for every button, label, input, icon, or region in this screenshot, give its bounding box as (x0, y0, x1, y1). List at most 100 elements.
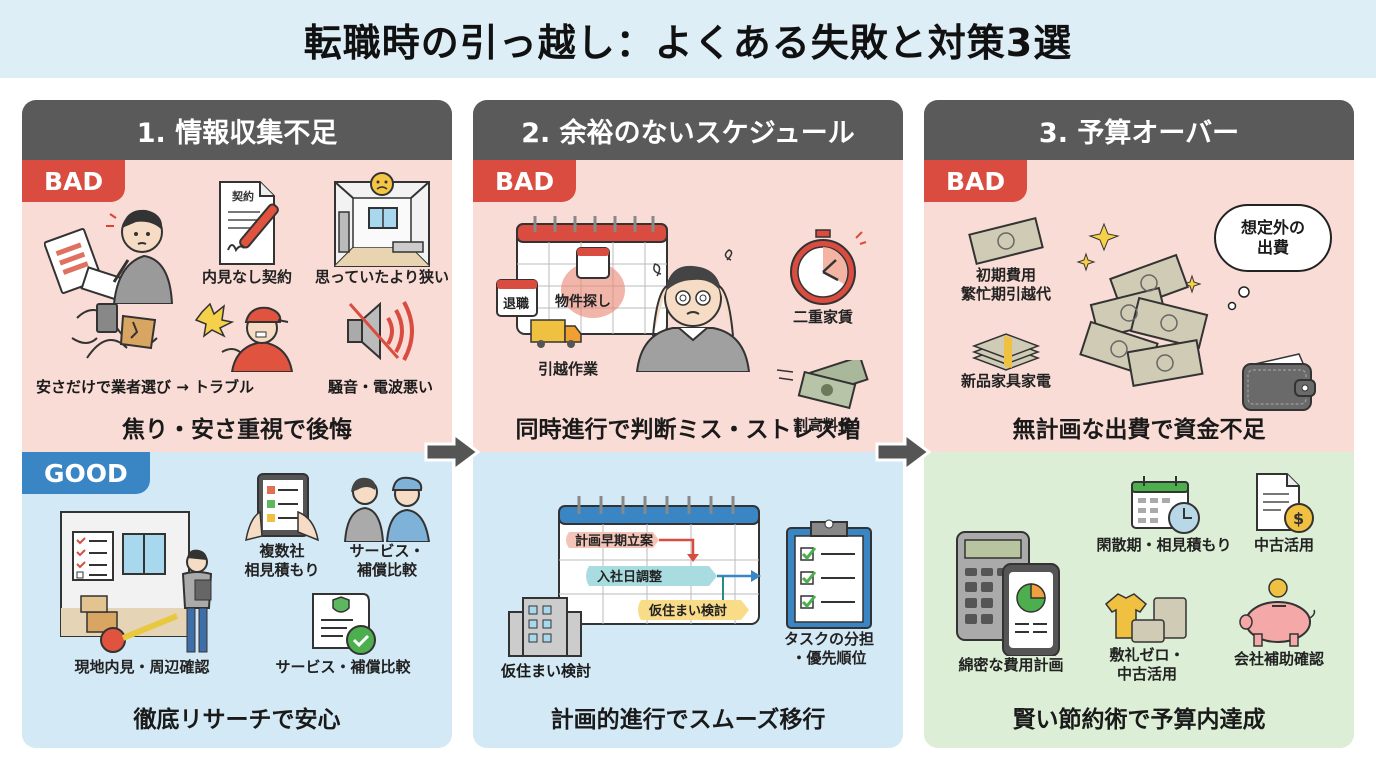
wallet-icon (1239, 350, 1319, 414)
page-title: 転職時の引っ越し：よくある失敗と対策3選 (303, 20, 1073, 65)
contract-pen-icon: 契約 (202, 178, 292, 268)
bad-item-signing (44, 194, 174, 304)
small-room-sad-icon (327, 172, 437, 268)
bad-item-wallet (1234, 350, 1324, 414)
money-stack-icon (966, 332, 1046, 372)
good-item-company-subsidy: 会社補助確認 (1214, 578, 1344, 669)
bad-summary: 無計画な出費で資金不足 (1012, 417, 1266, 443)
item-label: 新品家具家電 (960, 372, 1051, 390)
item-label: 安さだけで業者選び → トラブル (36, 378, 255, 396)
good-section: 計画早期立案 入社日調整 仮住まい検討 仮住まい検討 (473, 452, 903, 748)
item-label: 内見なし契約 (201, 268, 292, 286)
panel-tight-schedule: 2. 余裕のないスケジュール BAD (473, 100, 903, 748)
angry-mover-icon (192, 292, 302, 372)
good-summary: 計画的進行でスムーズ移行 (550, 707, 826, 733)
good-item-zero-deposit: 敷礼ゼロ・ 中古活用 (1092, 590, 1202, 684)
bad-item-calendar: 退職 物件探し 引越作業 (493, 210, 683, 379)
good-item-used-goods: $ 中古活用 (1234, 472, 1334, 555)
gantt-bar-label: 計画早期立案 (575, 533, 654, 549)
good-item-tablet: 複数社 相見積もり (232, 472, 332, 580)
banknote-icon (966, 216, 1046, 266)
thought-bubble: 想定外の 出費 (1214, 204, 1332, 272)
item-label: 閑散期・相見積もり (1096, 536, 1232, 554)
stressed-person-icon (623, 240, 763, 372)
item-label: 敷礼ゼロ・ 中古活用 (1109, 646, 1185, 683)
scattered-money-icon (1074, 216, 1224, 396)
room-inspection-icon (57, 508, 227, 658)
item-label: サービス・ 補償比較 (349, 542, 425, 579)
title-bar: 転職時の引っ越し：よくある失敗と対策3選 (0, 0, 1376, 78)
piggy-bank-icon (1234, 578, 1324, 650)
good-item-cost-plan: 綿密な費用計画 (936, 528, 1086, 675)
good-summary: 徹底リサーチで安心 (133, 707, 341, 733)
bad-tag: BAD (924, 160, 1028, 202)
svg-text:契約: 契約 (231, 189, 254, 203)
bad-item-noise (332, 296, 432, 366)
good-item-clipboard: タスクの分担 ・優先順位 (769, 514, 889, 668)
flying-money-icon (773, 360, 873, 416)
svg-text:$: $ (1293, 509, 1304, 528)
panel-information-shortage: 1. 情報収集不足 BAD (22, 100, 452, 748)
panel-header: 1. 情報収集不足 (22, 100, 452, 160)
gantt-calendar-icon: 計画早期立案 入社日調整 仮住まい検討 (503, 488, 803, 658)
document-dollar-icon: $ (1249, 472, 1319, 536)
item-label: 中古活用 (1253, 536, 1314, 554)
item-label: 綿密な費用計画 (958, 656, 1064, 674)
item-label: 引越作業 (537, 360, 598, 378)
good-item-gantt: 計画早期立案 入社日調整 仮住まい検討 (503, 488, 803, 658)
item-label: 物件探し (555, 293, 611, 310)
consultation-icon (337, 472, 437, 542)
good-section: GOOD (22, 452, 452, 748)
item-label: 二重家賃 (792, 308, 853, 326)
item-label: 初期費用 繁忙期引越代 (960, 266, 1051, 303)
good-item-certificate: サービス・補償比較 (248, 592, 438, 677)
bad-item-double-rent: 二重家賃 (763, 228, 883, 327)
certificate-check-icon (303, 592, 383, 658)
bad-section: BAD (22, 160, 452, 452)
bad-item-stressed (623, 240, 763, 372)
bad-item-new-furniture: 新品家具家電 (946, 332, 1066, 391)
good-item-consultation: サービス・ 補償比較 (332, 472, 442, 580)
panel-header: 3. 予算オーバー (924, 100, 1354, 160)
gantt-bar-label: 入社日調整 (597, 569, 663, 585)
broken-items-icon (67, 298, 177, 368)
item-label: 割高料金 (792, 416, 853, 434)
item-label: 現地内見・周辺確認 (74, 658, 210, 676)
tablet-compare-icon (242, 472, 322, 542)
thought-bubble-dots (1227, 286, 1250, 311)
item-label: 会社補助確認 (1233, 650, 1324, 668)
arrow-right-icon (875, 432, 931, 472)
bad-tag: BAD (22, 160, 126, 202)
noise-speaker-icon (342, 296, 422, 366)
good-item-off-season: 閑散期・相見積もり (1084, 474, 1244, 555)
calculator-phone-icon (951, 528, 1071, 656)
item-label: 騒音・電波悪い (328, 378, 434, 396)
panel-budget-over: 3. 予算オーバー BAD 初期費用 繁忙期引越代 新品家具家電 (924, 100, 1354, 748)
item-label: タスクの分担 ・優先順位 (783, 630, 874, 667)
bad-section: BAD 初期費用 繁忙期引越代 新品家具家電 (924, 160, 1354, 452)
calendar-overload-icon: 退職 物件探し (493, 210, 683, 360)
good-tag: GOOD (22, 452, 150, 494)
bad-item-contract: 契約 内見なし契約 (187, 178, 307, 287)
arrow-right-icon (424, 432, 480, 472)
gantt-bar-label: 仮住まい検討 (648, 603, 727, 619)
bad-tag: BAD (473, 160, 577, 202)
item-label: 複数社 相見積もり (244, 542, 320, 579)
stopwatch-icon (778, 228, 868, 308)
bad-item-scattered-money (1074, 216, 1224, 396)
clipboard-checklist-icon (781, 514, 877, 630)
bad-item-initial-cost: 初期費用 繁忙期引越代 (946, 216, 1066, 304)
bad-summary: 同時進行で判断ミス・ストレス増 (515, 417, 861, 443)
person-signing-contract-icon (44, 194, 174, 304)
clothes-boxes-icon (1102, 590, 1192, 646)
bad-item-broken (62, 298, 182, 368)
good-item-inspection: 現地内見・周辺確認 (52, 508, 232, 677)
bad-section: BAD (473, 160, 903, 452)
item-label: 退職 (503, 296, 529, 312)
good-section: 綿密な費用計画 閑散期・相見積もり (924, 452, 1354, 748)
item-label: サービス・補償比較 (275, 658, 411, 676)
bad-item-high-fee: 割高料金 (763, 360, 883, 435)
calendar-clock-icon (1124, 474, 1204, 536)
bad-summary: 焦り・安さ重視で後悔 (122, 417, 352, 443)
good-summary: 賢い節約術で予算内達成 (1012, 707, 1266, 733)
